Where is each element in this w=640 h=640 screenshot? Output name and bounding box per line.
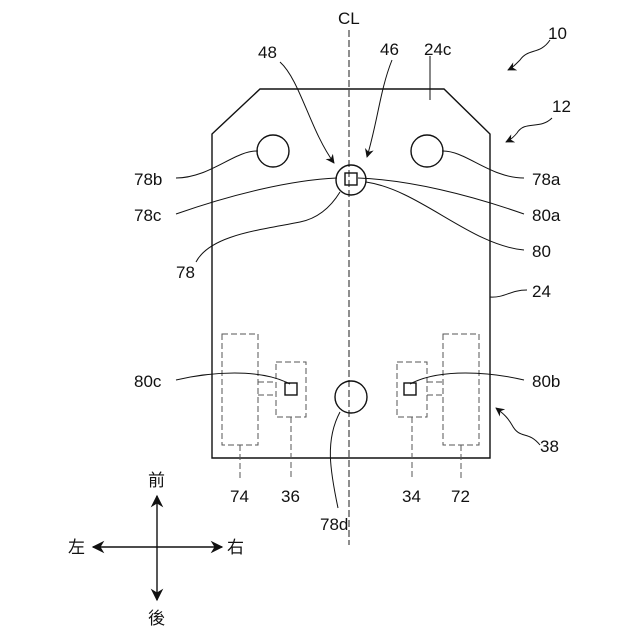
- leader-78d: [330, 412, 340, 508]
- label-38: 38: [540, 437, 559, 456]
- label-78: 78: [176, 263, 195, 282]
- leader-78a: [442, 151, 524, 178]
- leader-38: [496, 408, 540, 445]
- leader-78b: [176, 151, 258, 178]
- label-34: 34: [402, 487, 421, 506]
- label-24: 24: [532, 282, 551, 301]
- marker-80c: [285, 383, 297, 395]
- leader-46: [367, 60, 392, 157]
- leader-80: [366, 182, 524, 250]
- hole-78b: [257, 135, 289, 167]
- label-78c: 78c: [134, 206, 162, 225]
- leader-78c: [176, 178, 337, 214]
- leader-10: [508, 40, 550, 70]
- label-46: 46: [380, 40, 399, 59]
- direction-indicator: 前 後 左 右: [68, 471, 244, 629]
- label-right: 右: [227, 538, 244, 558]
- hole-78-center: [336, 165, 366, 195]
- label-24c: 24c: [424, 40, 452, 59]
- label-front: 前: [148, 471, 165, 491]
- label-36: 36: [281, 487, 300, 506]
- label-cl: CL: [338, 9, 360, 28]
- label-48: 48: [258, 43, 277, 62]
- label-74: 74: [230, 487, 249, 506]
- hole-78d: [335, 381, 367, 413]
- label-80c: 80c: [134, 372, 162, 391]
- label-12: 12: [552, 97, 571, 116]
- component-36: [276, 362, 306, 417]
- label-78b: 78b: [134, 170, 162, 189]
- label-80a: 80a: [532, 206, 561, 225]
- leader-78: [196, 192, 340, 262]
- component-74: [222, 334, 258, 445]
- label-80: 80: [532, 242, 551, 261]
- marker-80b: [404, 383, 416, 395]
- label-78d: 78d: [320, 515, 348, 534]
- component-34: [397, 362, 427, 417]
- label-left: 左: [68, 538, 85, 558]
- leader-80a: [358, 178, 524, 214]
- label-rear: 後: [148, 609, 165, 629]
- marker-80a: [345, 173, 357, 185]
- label-72: 72: [451, 487, 470, 506]
- component-72: [443, 334, 479, 445]
- label-10: 10: [548, 24, 567, 43]
- label-80b: 80b: [532, 372, 560, 391]
- label-78a: 78a: [532, 170, 561, 189]
- hole-78a: [411, 135, 443, 167]
- leader-12: [506, 118, 552, 142]
- leader-24: [490, 290, 527, 297]
- body-outline-24: [212, 89, 490, 458]
